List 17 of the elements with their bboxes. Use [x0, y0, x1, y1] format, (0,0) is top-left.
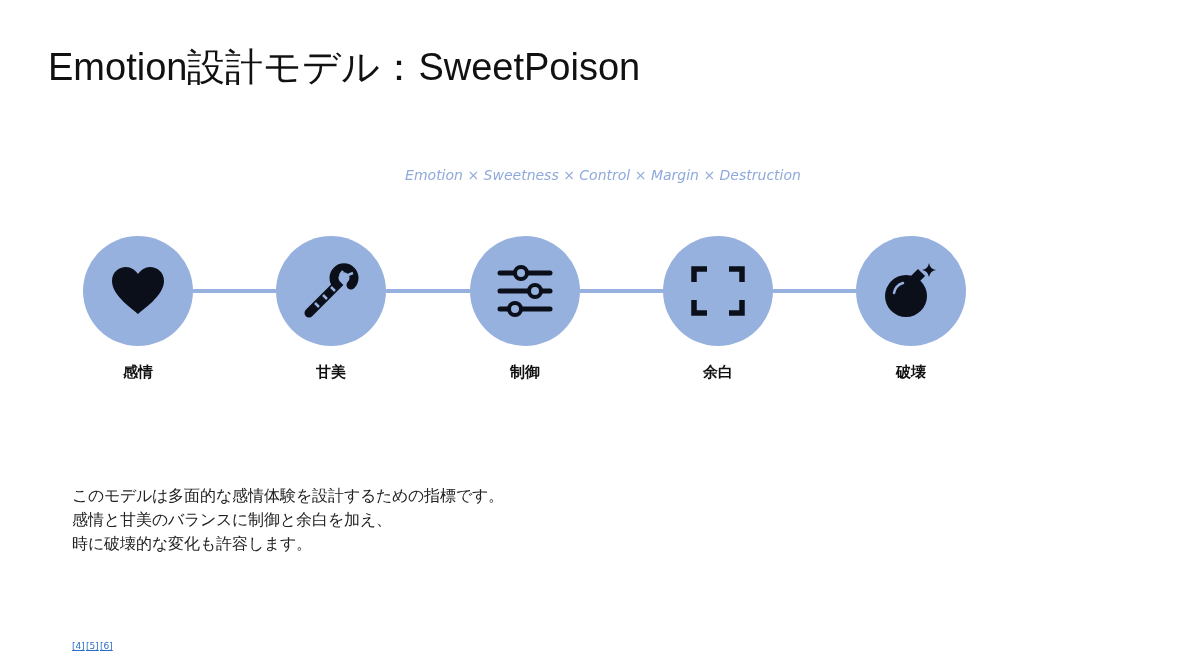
subtitle: Emotion × Sweetness × Control × Margin × Destruction	[404, 167, 802, 183]
description-text: 感情と甘美のバランスに制御と余白を加え、	[72, 510, 392, 531]
title: Emotion設計モデル：SweetPoison	[48, 45, 641, 90]
citation-link: [4]	[72, 641, 85, 651]
connector-line	[193, 289, 276, 293]
description-text: 時に破壊的な変化も許容します。	[72, 534, 312, 555]
description-text: このモデルは多面的な感情体験を設計するための指標です。	[72, 486, 504, 507]
connector-line	[580, 289, 663, 293]
node-label: 甘美	[315, 363, 347, 382]
citation-link: [5]	[86, 641, 99, 651]
node-label: 破壊	[894, 363, 927, 382]
node-label: 制御	[509, 363, 541, 382]
node-label: 感情	[122, 363, 154, 382]
node-label: 余白	[702, 363, 734, 382]
connector-line	[386, 289, 470, 293]
connector-line	[773, 289, 856, 293]
citation-link: [6]	[100, 641, 113, 651]
